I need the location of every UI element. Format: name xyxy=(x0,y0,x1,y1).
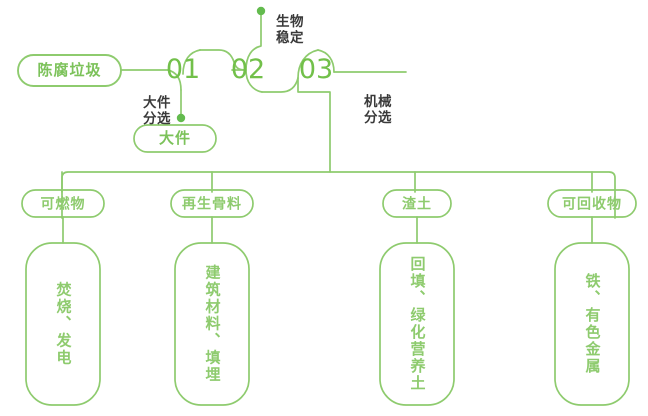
category-label-1[interactable]: 可燃物 xyxy=(40,195,86,212)
destination-label-2: 建筑材料、填埋 xyxy=(203,264,221,384)
bio-label-dot xyxy=(256,6,266,16)
step-number-01[interactable]: 01 xyxy=(165,54,201,86)
step-number-02[interactable]: 02 xyxy=(230,54,266,86)
source-node-label[interactable]: 陈腐垃圾 xyxy=(37,62,102,80)
destination-box-1 xyxy=(25,242,101,406)
arc-02-lower-right xyxy=(245,69,263,93)
link-02-to-03 xyxy=(261,77,299,93)
arc-01-upper-right xyxy=(182,49,201,75)
destination-label-1: 焚烧、发电 xyxy=(54,281,72,367)
arc-03-upper-left-curve xyxy=(297,49,319,79)
step-label-02: 生物 稳定 xyxy=(276,14,304,45)
destination-label-3: 回填、绿化营养土 xyxy=(408,256,426,392)
category-label-2[interactable]: 再生骨料 xyxy=(182,195,242,212)
destination-box-3 xyxy=(379,242,455,406)
step-label-01: 大件 分选 xyxy=(143,95,171,126)
link-03-drop xyxy=(297,77,331,173)
arc-01-lower-left xyxy=(167,69,182,91)
arc-03-upper-right xyxy=(317,49,335,73)
step-label-03: 机械 分选 xyxy=(364,94,392,125)
link-02-to-bio-label xyxy=(245,11,262,71)
distribution-bus xyxy=(61,171,616,219)
destination-box-4 xyxy=(554,242,630,406)
destination-label-4: 铁、有色金属 xyxy=(583,273,601,375)
bulky-output-pill xyxy=(133,124,217,153)
link-01-to-02 xyxy=(199,49,235,63)
bulky-label-dot xyxy=(176,113,186,123)
bulky-output-label[interactable]: 大件 xyxy=(158,130,192,148)
category-label-3[interactable]: 渣土 xyxy=(402,195,432,212)
category-label-4[interactable]: 可回收物 xyxy=(562,195,622,212)
step-number-03[interactable]: 03 xyxy=(298,54,334,86)
destination-box-2 xyxy=(174,242,250,406)
